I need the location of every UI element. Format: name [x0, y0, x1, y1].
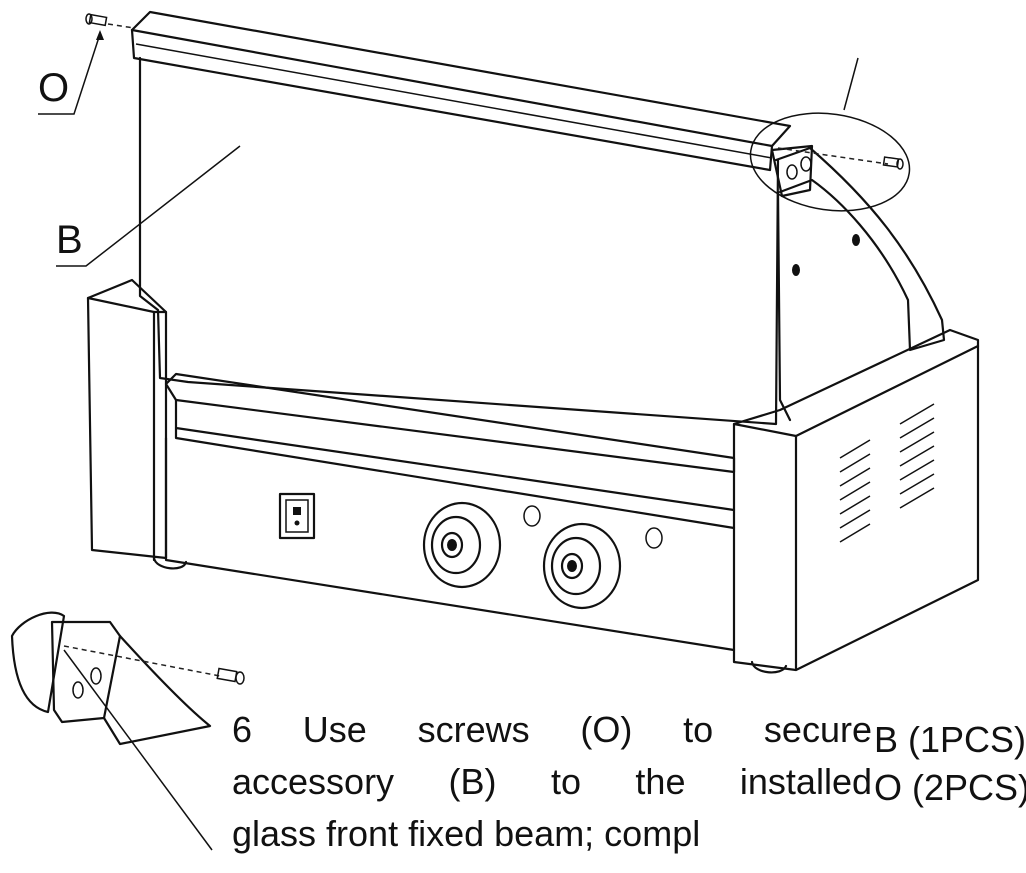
label-o-leader: [38, 33, 101, 115]
detail-callout-ellipse: [749, 112, 911, 212]
glass-panel-b: [138, 56, 780, 426]
detail-leader: [63, 649, 213, 851]
part-b-quantity: B (1PCS): [874, 719, 1026, 760]
control-knob-right: [542, 522, 622, 610]
instruction-line-3: glass front fixed beam; compl: [232, 813, 701, 854]
instruction-text: 6 Use screws (O) to secure accessory (B)…: [232, 704, 872, 860]
instruction-line-1: 6 Use screws (O) to secure: [232, 709, 872, 750]
glass-front-beam: [130, 10, 792, 172]
screw-right-icon: [882, 156, 904, 170]
screw-detail-icon: [216, 667, 245, 685]
power-switch-icon: [278, 492, 316, 540]
detail-view-bracket: [10, 611, 212, 746]
part-o-quantity: O (2PCS): [874, 767, 1026, 808]
label-accessory-b: B: [56, 218, 83, 262]
screw-left-icon: [85, 13, 108, 27]
label-screw-o: O: [38, 66, 70, 110]
callout-leader: [843, 57, 859, 111]
indicator-light-right: [645, 527, 663, 549]
screw-path-right: [777, 147, 889, 165]
parts-list: B (1PCS) O (2PCS): [874, 716, 1026, 812]
label-b-leader: [56, 145, 241, 267]
screw-path-left: [107, 23, 135, 29]
side-bracket: [774, 146, 946, 422]
instruction-line-2: accessory (B) to the installed: [232, 761, 872, 802]
right-housing: [732, 328, 980, 674]
control-knob-left: [422, 501, 502, 589]
left-housing: [86, 278, 188, 570]
indicator-light-left: [523, 505, 541, 527]
vent-slots-icon: [839, 403, 935, 543]
bracket-plate: [770, 144, 814, 198]
